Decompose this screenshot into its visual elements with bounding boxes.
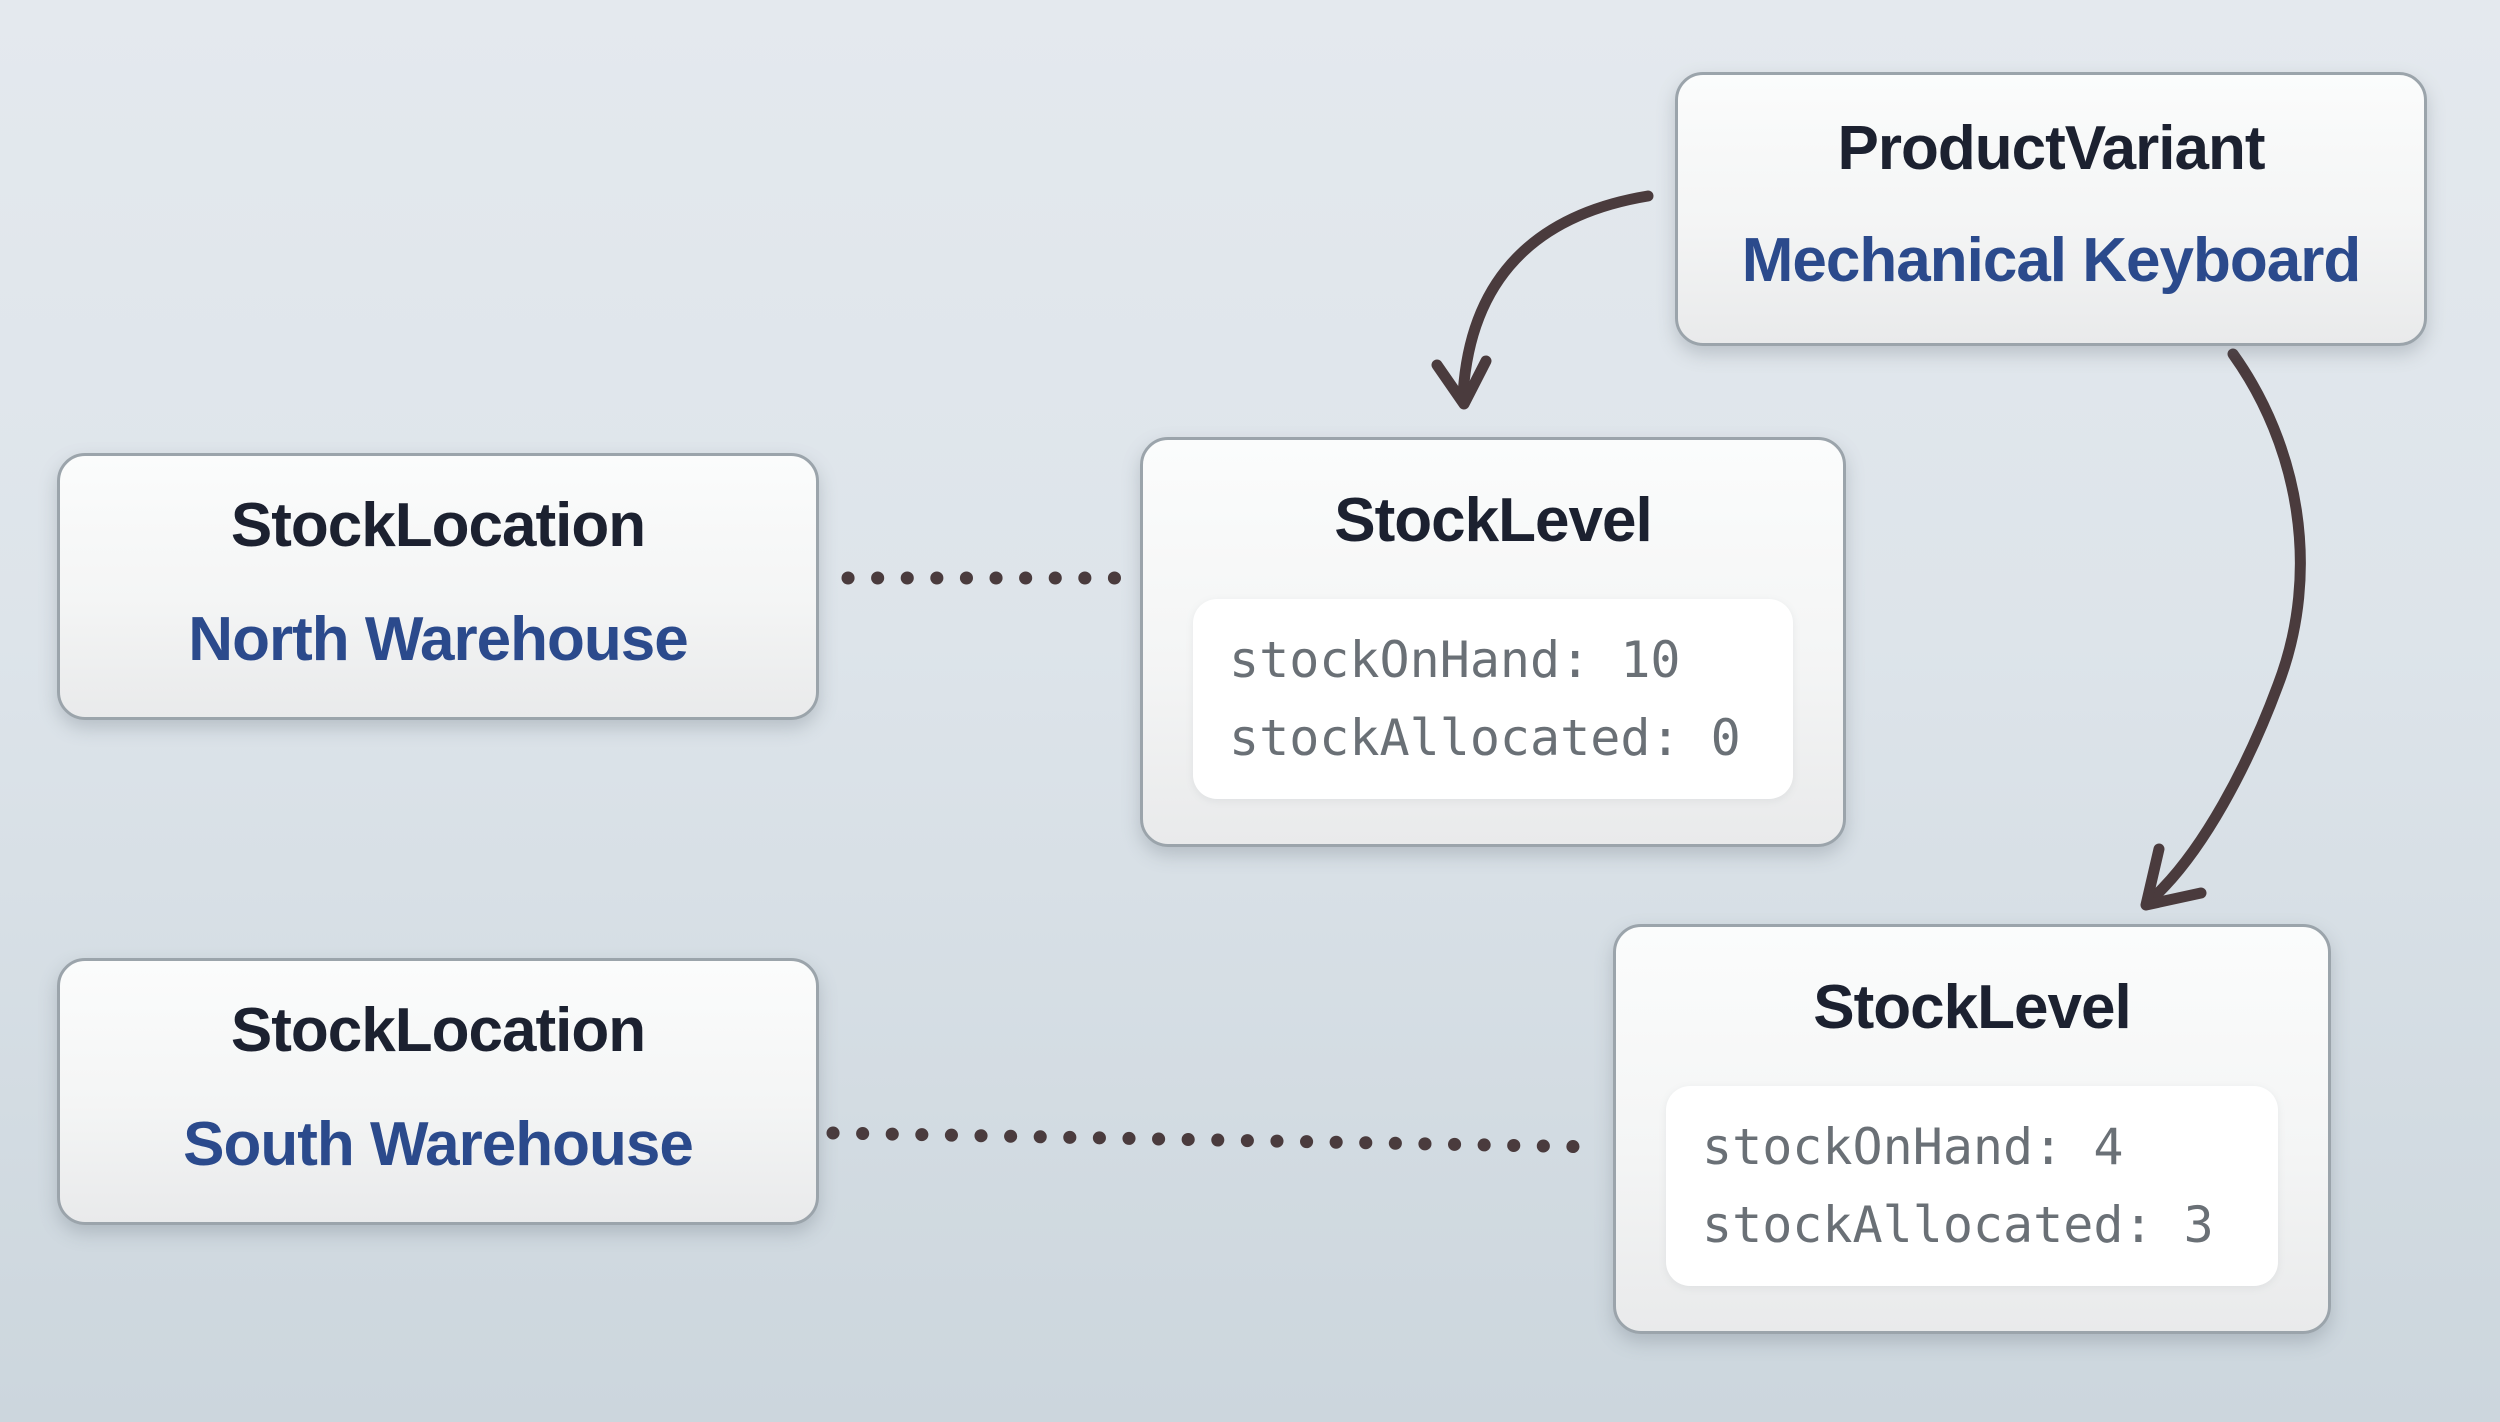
- stock-location-south-name: South Warehouse: [183, 1110, 694, 1179]
- stock-on-hand-field: stockOnHand: 10: [1229, 631, 1681, 689]
- product-variant-type-label: ProductVariant: [1837, 114, 2266, 183]
- stock-location-north-type-label: StockLocation: [230, 491, 646, 560]
- arrowhead-stocklevel-south: [2140, 843, 2207, 911]
- node-stock-location-south: StockLocation South Warehouse: [57, 958, 819, 1225]
- stock-level-south-fields: stockOnHand: 4 stockAllocated: 3: [1666, 1086, 2278, 1286]
- stock-level-north-type-label: StockLevel: [1334, 486, 1652, 555]
- stock-allocated-field: stockAllocated: 0: [1229, 709, 1741, 767]
- stock-level-north-fields: stockOnHand: 10 stockAllocated: 0: [1193, 599, 1793, 799]
- node-stock-level-south: StockLevel stockOnHand: 4 stockAllocated…: [1613, 924, 2331, 1334]
- node-stock-location-north: StockLocation North Warehouse: [57, 453, 819, 720]
- arrowhead-stocklevel-north: [1431, 355, 1492, 410]
- arrow-productvariant-to-stocklevel-south: [2148, 348, 2306, 903]
- dotted-link-south: [826, 1126, 1606, 1154]
- stock-level-south-type-label: StockLevel: [1813, 973, 2131, 1042]
- node-stock-level-north: StockLevel stockOnHand: 10 stockAllocate…: [1140, 437, 1846, 847]
- node-product-variant: ProductVariant Mechanical Keyboard: [1675, 72, 2427, 346]
- arrow-productvariant-to-stocklevel-north: [1457, 190, 1654, 402]
- product-variant-name: Mechanical Keyboard: [1741, 226, 2361, 295]
- stock-location-south-type-label: StockLocation: [230, 996, 646, 1065]
- stock-on-hand-field: stockOnHand: 4: [1702, 1118, 2124, 1176]
- stock-location-north-name: North Warehouse: [188, 605, 688, 674]
- stock-allocated-field: stockAllocated: 3: [1702, 1196, 2214, 1254]
